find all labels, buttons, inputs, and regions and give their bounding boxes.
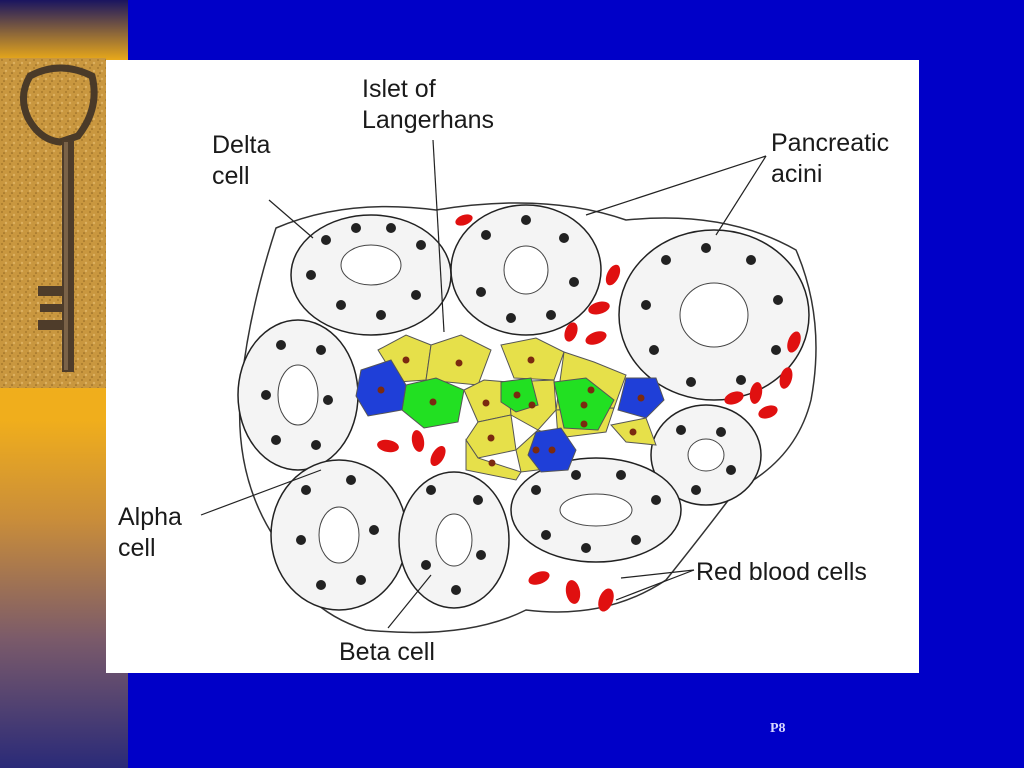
islet-diagram: [200, 139, 817, 634]
label-islet-line-2: Langerhans: [362, 106, 495, 134]
label-islet-line-1: Islet of: [362, 75, 436, 103]
label-alpha-cell: Alpha cell: [118, 502, 182, 564]
label-alpha-line-2: cell: [118, 534, 156, 562]
islet-diagram-panel: Islet of Langerhans Delta cell Pancreati…: [106, 60, 919, 673]
label-delta-cell: Delta cell: [212, 130, 270, 192]
acinar-nucleus: [261, 215, 783, 595]
label-pancreatic-acini: Pancreatic acini: [771, 128, 889, 190]
label-beta-cell: Beta cell: [339, 638, 435, 666]
islet-nucleus: [377, 356, 645, 467]
label-alpha-line-1: Alpha: [118, 503, 182, 531]
red-blood-cell: [377, 214, 801, 612]
key-icon: [0, 58, 106, 388]
label-islet-of-langerhans: Islet of Langerhans: [362, 74, 494, 136]
label-pancreatic-line-2: acini: [771, 160, 823, 188]
label-pancreatic-line-1: Pancreatic: [771, 129, 890, 157]
slide-number: P8: [770, 721, 786, 736]
label-red-blood-cells: Red blood cells: [696, 558, 867, 586]
label-delta-line-1: Delta: [212, 131, 271, 159]
label-delta-line-2: cell: [212, 162, 250, 190]
leader-lines: [200, 139, 767, 629]
